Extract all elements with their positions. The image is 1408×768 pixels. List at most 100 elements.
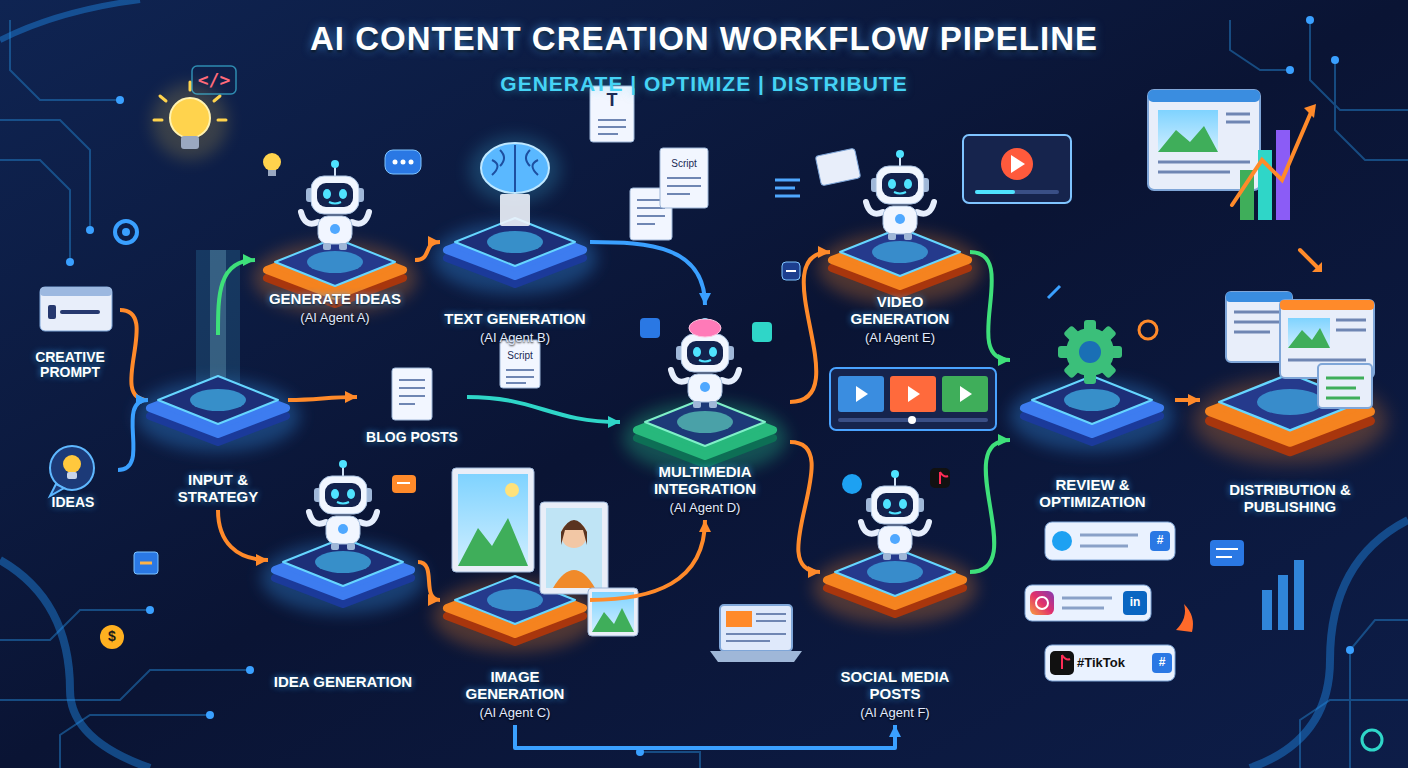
- analytics-panel: [1304, 104, 1316, 118]
- image-frames: [458, 518, 528, 566]
- analytics-panel: [1312, 262, 1322, 272]
- flow-arrow: [790, 252, 830, 402]
- laptop-icon: [710, 651, 802, 662]
- gear-icon: [1058, 320, 1122, 384]
- circuit-dots: [86, 226, 94, 234]
- circuit-dots: [146, 606, 154, 614]
- agent-label: (AI Agent F): [860, 705, 929, 721]
- document-icons: [392, 368, 432, 420]
- prompt-window-icon: [40, 287, 112, 296]
- publishing-dashboards: [1294, 560, 1304, 630]
- strategy-icon: [140, 562, 152, 565]
- currency-icon: [100, 625, 124, 649]
- document-icons: [392, 86, 708, 420]
- image-frames: [452, 468, 534, 572]
- image-frames: [452, 468, 638, 636]
- circuit-dots: [1346, 646, 1354, 654]
- node-title: REVIEW & OPTIMIZATION: [1014, 477, 1171, 511]
- social-cards: [1150, 531, 1170, 551]
- publishing-dashboards: [1326, 378, 1364, 398]
- image-frames: [553, 570, 595, 588]
- flow-arrow: [288, 397, 357, 400]
- social-cards: [1062, 655, 1070, 669]
- flow-arrow: [467, 397, 620, 422]
- image-frames: [561, 520, 587, 545]
- brain-icon: [492, 145, 538, 192]
- multimedia-icons: [640, 318, 660, 338]
- strategy-icon: [134, 552, 158, 574]
- circuit-traces: [1350, 620, 1408, 768]
- robot-brain: [689, 319, 721, 337]
- circuit-dots: [1331, 56, 1339, 64]
- gear-icon: [1066, 328, 1114, 376]
- publishing-dashboards: [1216, 549, 1238, 557]
- analytics-panel: [1148, 90, 1260, 102]
- publishing-dashboards: [1288, 318, 1330, 348]
- document-icons: [399, 380, 425, 404]
- slide-icon: [775, 148, 861, 196]
- publishing-dashboards: [1210, 292, 1382, 750]
- pipeline-node: GENERATE IDEAS(AI Agent A): [255, 150, 415, 330]
- social-cards: [1050, 651, 1074, 675]
- ideas-bubble-icon: [50, 446, 94, 496]
- node-title: DISTRIBUTION & PUBLISHING: [1204, 482, 1376, 516]
- review-icons: [1048, 286, 1060, 298]
- flow-arrow: [590, 520, 705, 600]
- pipeline-node: IDEA GENERATION: [268, 465, 418, 695]
- circuit-dots: [66, 258, 74, 266]
- platform: [253, 238, 417, 314]
- agent-label: (AI Agent A): [300, 310, 369, 326]
- circuit-traces: [0, 160, 70, 262]
- circuit-traces: [0, 20, 1408, 768]
- node-title: IDEAS: [52, 495, 95, 511]
- social-mini-icons: [940, 472, 948, 484]
- pipeline-node: DISTRIBUTION & PUBLISHING: [1200, 290, 1380, 520]
- flow-arrow: [970, 440, 1010, 572]
- slide-icon: [775, 180, 800, 196]
- small-bulb: [263, 153, 281, 171]
- multimedia-icons: [640, 262, 800, 342]
- gear-small-icon: [115, 221, 137, 243]
- social-cards: [1036, 597, 1048, 609]
- hashtag: #: [1157, 534, 1164, 547]
- circuit-dots: [1286, 66, 1294, 74]
- circuit-dots: [246, 666, 254, 674]
- social-cards: [1062, 598, 1112, 608]
- corner-arcs: [0, 0, 140, 40]
- laptop-icon: [726, 614, 786, 641]
- film-strip: [830, 368, 996, 430]
- social-cards: [1176, 604, 1193, 632]
- speech-bubble: [385, 150, 421, 174]
- pipeline-node: TEXT GENERATION(AI Agent B): [440, 115, 590, 350]
- chat-bubble: [397, 482, 410, 484]
- pipeline-node: SOCIAL MEDIA POSTS (AI Agent F): [820, 465, 970, 725]
- document-icons: [506, 370, 534, 383]
- strategy-icon: [134, 552, 158, 574]
- publishing-dashboards: [1280, 300, 1374, 310]
- platform: [433, 218, 597, 294]
- platform: [1010, 376, 1174, 452]
- video-screen: [1001, 148, 1033, 180]
- flow-arrow: [418, 562, 440, 600]
- circuit-traces: [0, 670, 250, 700]
- flow-arrow: [790, 442, 820, 572]
- node-title: VIDEO GENERATION: [834, 294, 966, 328]
- social-cards: [1045, 522, 1175, 560]
- corner-arcs: [1250, 520, 1408, 768]
- publishing-dashboards: [1318, 364, 1372, 408]
- document-icons: [598, 120, 626, 134]
- social-mini-icons: [930, 468, 950, 488]
- node-title: SOCIAL MEDIA POSTS: [824, 669, 966, 703]
- platform: [623, 398, 787, 474]
- film-strip: [908, 416, 916, 424]
- social-cards: [1025, 522, 1193, 681]
- circuit-traces: [0, 120, 90, 230]
- prompt-window-icon: [40, 287, 112, 331]
- flow-arrow: [415, 242, 440, 260]
- film-strip: [830, 368, 996, 430]
- laptop-icon: [710, 605, 802, 662]
- pipeline-node: IDEAS: [28, 440, 118, 515]
- flow-arrow: [515, 725, 895, 748]
